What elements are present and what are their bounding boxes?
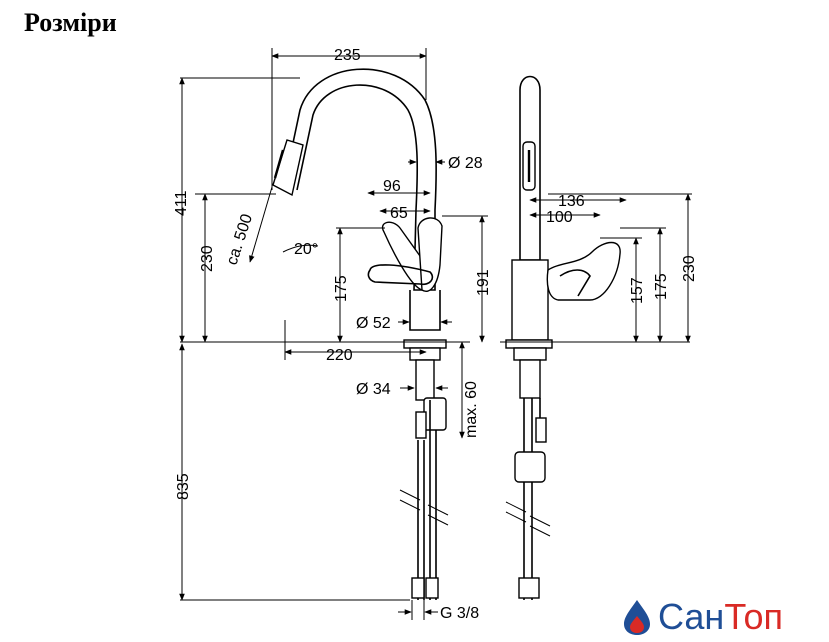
- dim-dia-34: Ø 34: [356, 381, 391, 398]
- side-view: [500, 75, 690, 600]
- dim-175-side: 175: [653, 273, 670, 300]
- dim-235: 235: [334, 47, 361, 64]
- dim-157: 157: [629, 277, 646, 304]
- dim-angle-20: 20°: [294, 241, 318, 258]
- brand-logo: СанТоп: [622, 596, 783, 638]
- dim-g38: G 3/8: [440, 605, 479, 622]
- dim-max-60: max. 60: [463, 381, 480, 438]
- dim-100: 100: [546, 209, 573, 226]
- dim-411: 411: [173, 190, 190, 216]
- side-dimensions: 136 100 157 175 230: [529, 193, 698, 343]
- water-drop-icon: [624, 600, 650, 635]
- spout-inner: [296, 84, 419, 211]
- brand-prefix: Сан: [658, 596, 725, 637]
- dim-dia-28: Ø 28: [448, 155, 483, 172]
- dim-65: 65: [390, 205, 408, 222]
- brand-name: СанТоп: [658, 596, 783, 638]
- dim-96: 96: [383, 178, 401, 195]
- spout-outer: [282, 68, 437, 211]
- dim-175-front: 175: [333, 275, 350, 302]
- front-dimensions: 235 Ø 28 96 65 411 230 ca. 500 20° 175 1…: [173, 47, 492, 622]
- dim-136: 136: [558, 193, 585, 210]
- dim-835: 835: [175, 473, 192, 500]
- page-title: Розміри: [24, 8, 117, 37]
- front-view: [180, 68, 470, 600]
- dim-220: 220: [326, 347, 353, 364]
- brand-suffix: Топ: [724, 596, 784, 637]
- dim-230-side: 230: [681, 255, 698, 282]
- dim-dia-52: Ø 52: [356, 315, 391, 332]
- dim-230: 230: [199, 245, 216, 272]
- dim-191: 191: [475, 269, 492, 296]
